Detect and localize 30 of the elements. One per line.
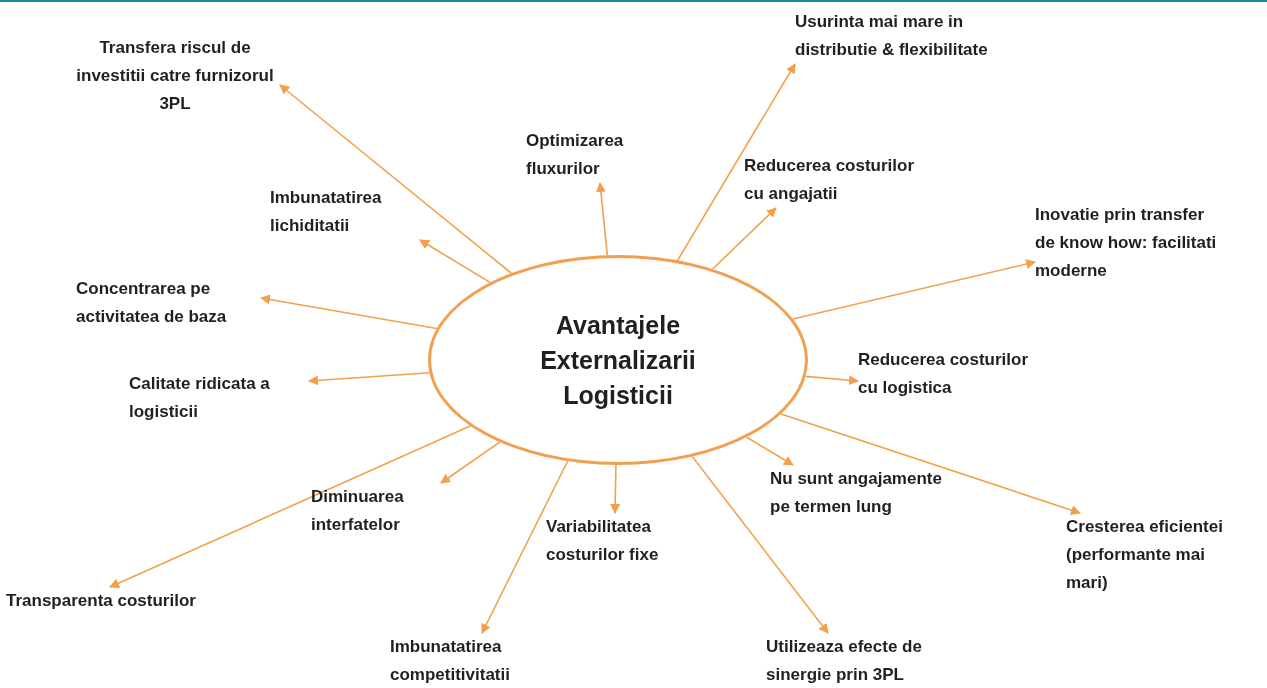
advantage-label: Usurinta mai mare in distributie & flexibilitate: [795, 8, 1045, 64]
arrow: [440, 441, 501, 484]
advantage-label: Calitate ridicata a logisticii: [129, 370, 309, 426]
advantage-label: Diminuarea interfatelor: [311, 483, 441, 539]
arrow: [780, 413, 1081, 515]
advantage-label: Utilizeaza efecte de sinergie prin 3PL: [766, 633, 961, 688]
central-title: Avantajele Externalizarii Logisticii: [539, 309, 697, 411]
advantage-label: Concentrarea pe activitatea de baza: [76, 275, 261, 331]
arrow: [691, 455, 829, 634]
arrow: [711, 207, 777, 270]
advantage-label: Nu sunt angajamente pe termen lung: [770, 465, 955, 521]
advantage-label: Optimizarea fluxurilor: [526, 127, 651, 183]
arrow: [109, 425, 472, 588]
advantage-label: Inovatie prin transfer de know how: facilitati moderne: [1035, 201, 1223, 285]
arrow: [595, 182, 609, 256]
advantage-label: Variabilitatea costurilor fixe: [546, 513, 696, 569]
arrow: [610, 464, 621, 514]
advantage-label: Cresterea eficientei (performante mai mari): [1066, 513, 1231, 597]
arrow: [745, 436, 794, 466]
arrow: [279, 84, 513, 274]
advantage-label: Imbunatatirea competitivitatii: [390, 633, 555, 688]
advantage-label: Transparenta costurilor: [6, 587, 196, 615]
advantage-label: Reducerea costurilor cu angajatii: [744, 152, 929, 208]
advantage-label: Reducerea costurilor cu logistica: [858, 346, 1043, 402]
arrow: [419, 239, 491, 284]
advantage-label: Transfera riscul de investitii catre furnizorul 3PL: [70, 34, 280, 118]
advantage-label: Imbunatatirea lichiditatii: [270, 184, 420, 240]
arrow: [308, 372, 431, 386]
arrow: [676, 63, 796, 262]
arrow: [792, 259, 1036, 320]
